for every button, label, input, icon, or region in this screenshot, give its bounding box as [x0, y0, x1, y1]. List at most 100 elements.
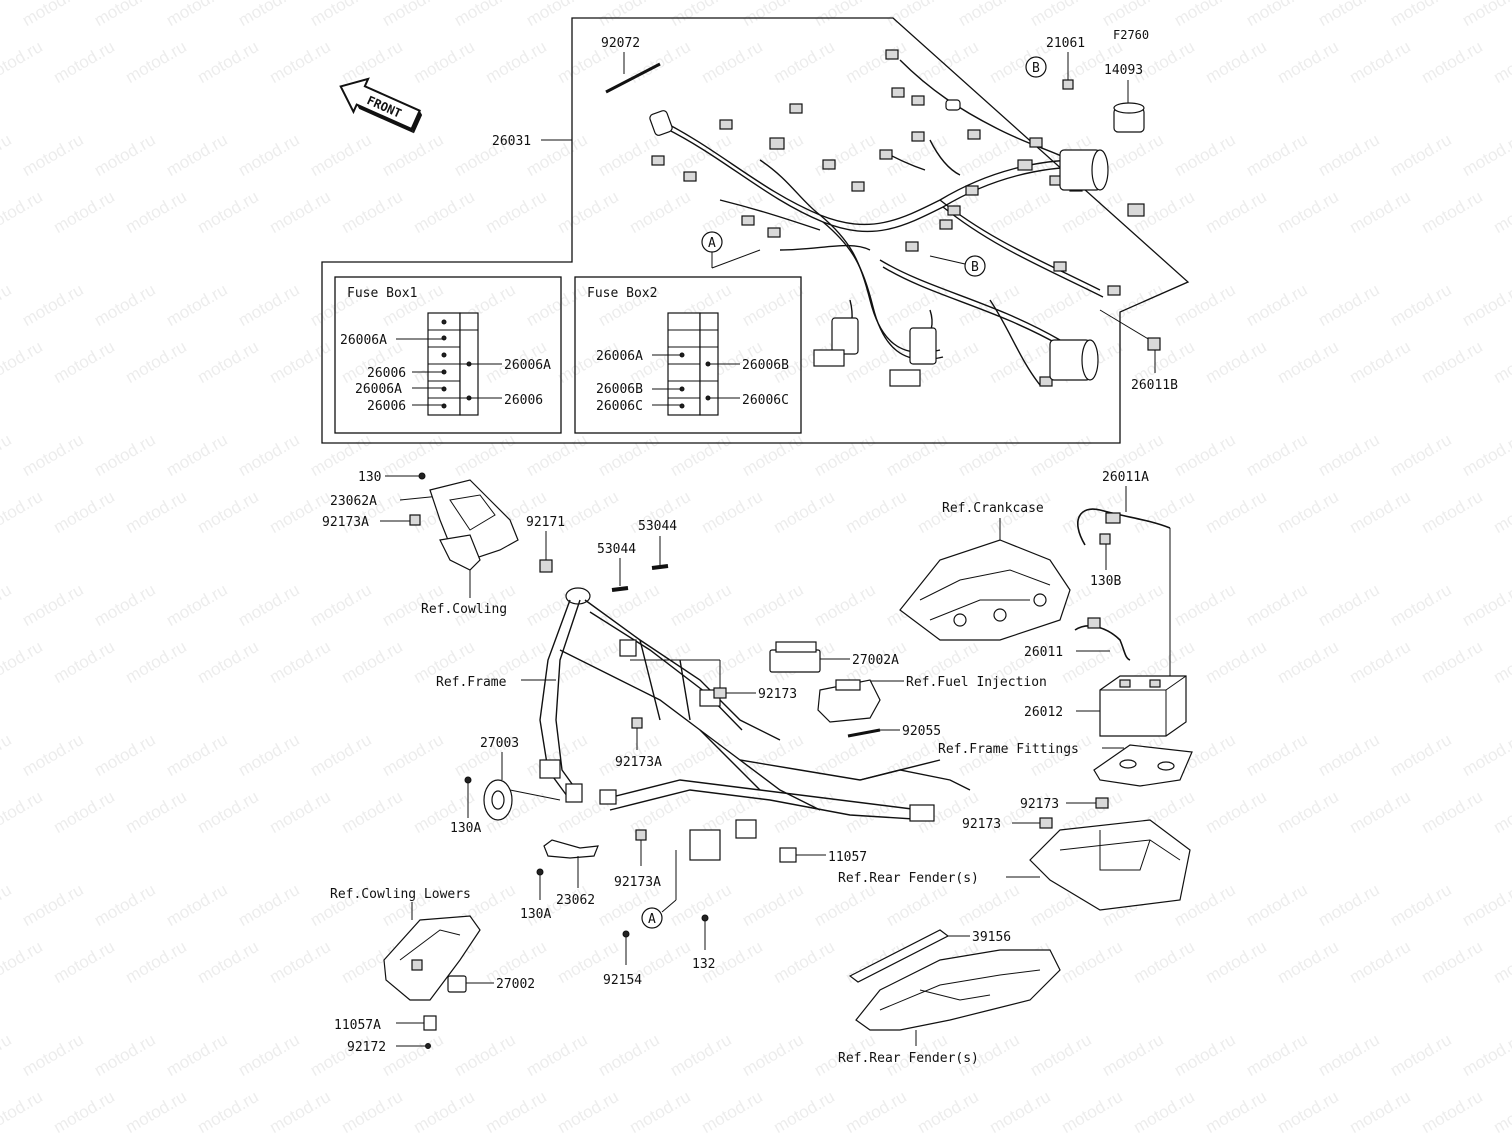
watermark-text: motod.ru: [739, 730, 807, 780]
label-23062: 23062: [556, 893, 595, 908]
watermark-text: motod.ru: [595, 0, 663, 30]
watermark-text: motod.ru: [698, 487, 766, 537]
label-27002a: 27002A: [852, 653, 899, 668]
watermark-text: motod.ru: [698, 1087, 766, 1134]
part-23062a-bracket: [429, 479, 519, 571]
part-92072-tie: [605, 62, 661, 94]
watermark-text: motod.ru: [1274, 937, 1342, 987]
watermark-text: motod.ru: [698, 37, 766, 87]
part-rear-fender-lower: [855, 949, 1061, 1031]
marker-b-harness-label: B: [971, 260, 979, 275]
part-26011b: [1147, 337, 1161, 351]
watermark-text: motod.ru: [0, 937, 46, 987]
watermark-text: motod.ru: [163, 880, 231, 930]
watermark-text: motod.ru: [1459, 730, 1512, 780]
watermark-text: motod.ru: [1387, 130, 1455, 180]
watermark-text: motod.ru: [595, 130, 663, 180]
watermark-text: motod.ru: [1346, 337, 1414, 387]
watermark-text: motod.ru: [122, 787, 190, 837]
watermark-text: motod.ru: [1171, 580, 1239, 630]
watermark-text: motod.ru: [1490, 787, 1512, 837]
watermark-text: motod.ru: [914, 37, 982, 87]
label-92172: 92172: [347, 1040, 386, 1055]
ref-rear-fender-1: Ref.Rear Fender(s): [838, 871, 979, 886]
label-130a-left: 130A: [450, 821, 481, 836]
watermark-text: motod.ru: [338, 37, 406, 87]
fuse2-label-3: 26006B: [596, 382, 643, 397]
watermark-text: motod.ru: [1346, 187, 1414, 237]
watermark-text: motod.ru: [91, 880, 159, 930]
watermark-text: motod.ru: [1490, 637, 1512, 687]
watermark-text: motod.ru: [1418, 37, 1486, 87]
watermark-text: motod.ru: [379, 430, 447, 480]
watermark-text: motod.ru: [0, 580, 15, 630]
watermark-text: motod.ru: [50, 787, 118, 837]
watermark-text: motod.ru: [91, 580, 159, 630]
fuse-box1-frame: [334, 276, 562, 434]
watermark-text: motod.ru: [842, 1087, 910, 1134]
watermark-text: motod.ru: [811, 730, 879, 780]
watermark-text: motod.ru: [0, 37, 46, 87]
label-92154: 92154: [603, 973, 642, 988]
watermark-text: motod.ru: [770, 787, 838, 837]
watermark-text: motod.ru: [1315, 580, 1383, 630]
watermark-text: motod.ru: [811, 430, 879, 480]
fuse1-label-2: 26006: [367, 366, 406, 381]
watermark-text: motod.ru: [379, 0, 447, 30]
label-130b: 130B: [1090, 574, 1121, 589]
fuse2-label-5: 26006C: [742, 393, 789, 408]
label-26011b: 26011B: [1131, 378, 1178, 393]
watermark-text: motod.ru: [842, 487, 910, 537]
marker-a-harness-label: A: [708, 236, 716, 251]
watermark-text: motod.ru: [739, 580, 807, 630]
fuse2-label-2: 26006B: [742, 358, 789, 373]
label-92173-r2: 92173: [962, 817, 1001, 832]
watermark-text: motod.ru: [1459, 880, 1512, 930]
watermark-text: motod.ru: [1202, 487, 1270, 537]
watermark-text: motod.ru: [1202, 937, 1270, 987]
watermark-text: motod.ru: [163, 1030, 231, 1080]
watermark-text: motod.ru: [338, 187, 406, 237]
part-battery-plate: [1093, 744, 1193, 787]
watermark-text: motod.ru: [0, 1030, 15, 1080]
watermark-text: motod.ru: [554, 1087, 622, 1134]
watermark-text: motod.ru: [595, 430, 663, 480]
watermark-text: motod.ru: [163, 0, 231, 30]
watermark-text: motod.ru: [986, 187, 1054, 237]
watermark-text: motod.ru: [1099, 130, 1167, 180]
part-crankcase: [899, 539, 1071, 641]
ref-cowling-lowers: Ref.Cowling Lowers: [330, 887, 471, 902]
watermark-text: motod.ru: [50, 187, 118, 237]
watermark-text: motod.ru: [1459, 130, 1512, 180]
watermark-text: motod.ru: [1274, 487, 1342, 537]
watermark-text: motod.ru: [739, 430, 807, 480]
watermark-text: motod.ru: [266, 937, 334, 987]
watermark-text: motod.ru: [955, 130, 1023, 180]
watermark-text: motod.ru: [1243, 580, 1311, 630]
watermark-text: motod.ru: [307, 730, 375, 780]
watermark-text: motod.ru: [0, 637, 46, 687]
watermark-text: motod.ru: [1130, 937, 1198, 987]
watermark-text: motod.ru: [1387, 0, 1455, 30]
watermark-text: motod.ru: [811, 130, 879, 180]
watermark-text: motod.ru: [19, 880, 87, 930]
watermark-text: motod.ru: [1387, 280, 1455, 330]
watermark-text: motod.ru: [1387, 580, 1455, 630]
watermark-text: motod.ru: [1274, 37, 1342, 87]
watermark-text: motod.ru: [379, 130, 447, 180]
part-27002a: [769, 641, 821, 673]
fuse1-label-1: 26006A: [340, 333, 387, 348]
watermark-text: motod.ru: [266, 787, 334, 837]
watermark-text: motod.ru: [1099, 0, 1167, 30]
watermark-text: motod.ru: [811, 0, 879, 30]
part-27002: [447, 975, 467, 993]
fuse-box2-frame: [574, 276, 802, 434]
watermark-text: motod.ru: [770, 487, 838, 537]
watermark-text: motod.ru: [1490, 937, 1512, 987]
watermark-text: motod.ru: [235, 880, 303, 930]
harness-connectors: [649, 49, 1145, 387]
watermark-text: motod.ru: [1315, 130, 1383, 180]
fuse2-label-1: 26006A: [596, 349, 643, 364]
watermark-text: motod.ru: [1202, 787, 1270, 837]
marker-b-top-label: B: [1032, 61, 1040, 76]
